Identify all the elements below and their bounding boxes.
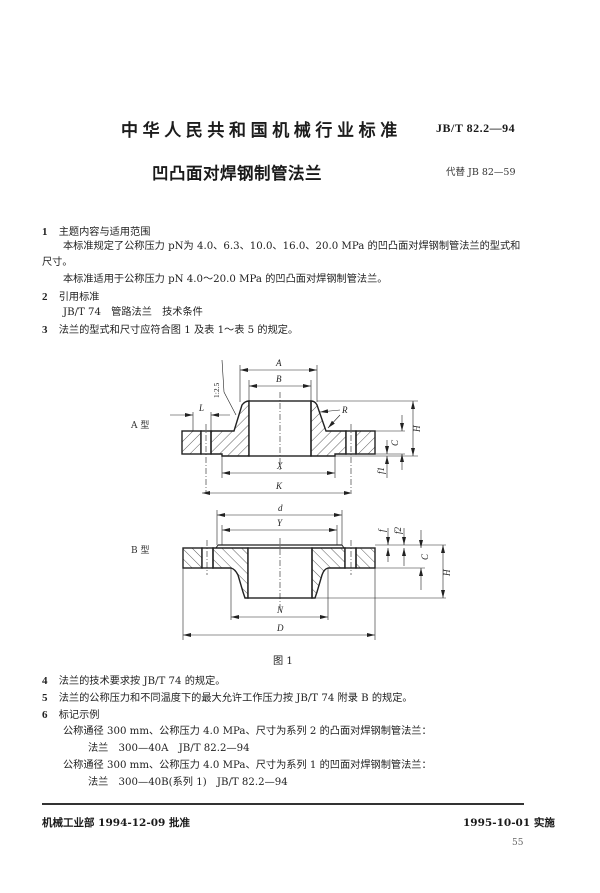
section-6-heading: 6 标记示例	[42, 708, 100, 723]
section-number: 2	[42, 291, 48, 303]
taper-ratio: 1:2.5	[212, 383, 221, 398]
type-a-drawing	[170, 359, 418, 495]
section-title: 法兰的技术要求按 JB/T 74 的规定。	[58, 676, 226, 687]
section-3-heading: 3 法兰的型式和尺寸应符合图 1 及表 1～表 5 的规定。	[42, 323, 298, 338]
dim-f: f	[377, 528, 387, 532]
section-title: 引用标准	[58, 292, 100, 303]
approval-note: 机械工业部 1994-12-09 批准	[42, 817, 190, 829]
type-b-dim-labels: d Y N D H C f f2	[276, 503, 452, 633]
section-title: 法兰的型式和尺寸应符合图 1 及表 1～表 5 的规定。	[58, 325, 299, 336]
dim-f1: f1	[376, 467, 386, 474]
effective-date: 1995-10-01 实施	[463, 817, 555, 829]
dim-x: X	[276, 461, 283, 471]
paragraph: JB/T 74 管路法兰 技术条件	[63, 307, 203, 318]
section-1-heading: 1 主题内容与适用范围	[42, 225, 150, 240]
figure-caption: 图 1	[273, 656, 293, 667]
marking-example: 法兰 300—40A JB/T 82.2—94	[88, 743, 250, 754]
type-a-label: A 型	[131, 421, 150, 431]
standard-title: 中华人民共和国机械行业标准	[121, 121, 402, 141]
dim-n: N	[276, 605, 284, 615]
dim-d: d	[278, 503, 283, 513]
standard-code: JB/T 82.2—94	[436, 121, 516, 135]
dim-b: B	[276, 374, 282, 384]
section-title: 法兰的公称压力和不同温度下的最大允许工作压力按 JB/T 74 附录 B 的规定…	[58, 693, 413, 704]
footer-divider	[42, 803, 524, 805]
dim-d-outer: D	[276, 623, 284, 633]
dim-a: A	[275, 358, 282, 368]
dim-k: K	[275, 481, 283, 491]
section-5-heading: 5 法兰的公称压力和不同温度下的最大允许工作压力按 JB/T 74 附录 B 的…	[42, 691, 413, 706]
type-a-dim-labels: A B R L X K H C f1 1:2.5	[198, 358, 422, 491]
section-2-heading: 2 引用标准	[42, 290, 100, 305]
section-number: 6	[42, 709, 48, 721]
paragraph: 本标准规定了公称压力 pN为 4.0、6.3、10.0、16.0、20.0 MP…	[63, 241, 521, 252]
paragraph: 公称通径 300 mm、公称压力 4.0 MPa、尺寸为系列 1 的凹面对焊钢制…	[63, 760, 432, 771]
dim-c: C	[390, 439, 400, 446]
marking-example: 法兰 300—40B(系列 1) JB/T 82.2—94	[88, 777, 288, 788]
section-title: 标记示例	[58, 710, 100, 721]
dim-l: L	[198, 403, 204, 413]
document-title: 凹凸面对焊钢制管法兰	[152, 164, 322, 183]
dim-y: Y	[277, 518, 283, 528]
section-number: 1	[42, 226, 48, 238]
paragraph: 本标准适用于公称压力 pN 4.0～20.0 MPa 的凹凸面对焊钢制管法兰。	[63, 274, 388, 285]
replaces-note: 代替 JB 82—59	[446, 167, 516, 178]
type-b-drawing	[182, 510, 446, 640]
paragraph: 尺寸。	[42, 257, 73, 268]
section-number: 5	[42, 692, 48, 704]
section-number: 3	[42, 324, 48, 336]
dim-f2: f2	[393, 526, 403, 534]
section-title: 主题内容与适用范围	[58, 227, 151, 238]
paragraph: 公称通径 300 mm、公称压力 4.0 MPa、尺寸为系列 2 的凸面对焊钢制…	[63, 726, 432, 737]
section-4-heading: 4 法兰的技术要求按 JB/T 74 的规定。	[42, 674, 225, 689]
type-b-label: B 型	[131, 546, 150, 556]
dim-h: H	[442, 569, 452, 577]
dim-c: C	[420, 553, 430, 560]
dim-r: R	[341, 405, 348, 415]
dim-h: H	[412, 425, 422, 433]
page-number: 55	[512, 838, 524, 848]
section-number: 4	[42, 675, 48, 687]
